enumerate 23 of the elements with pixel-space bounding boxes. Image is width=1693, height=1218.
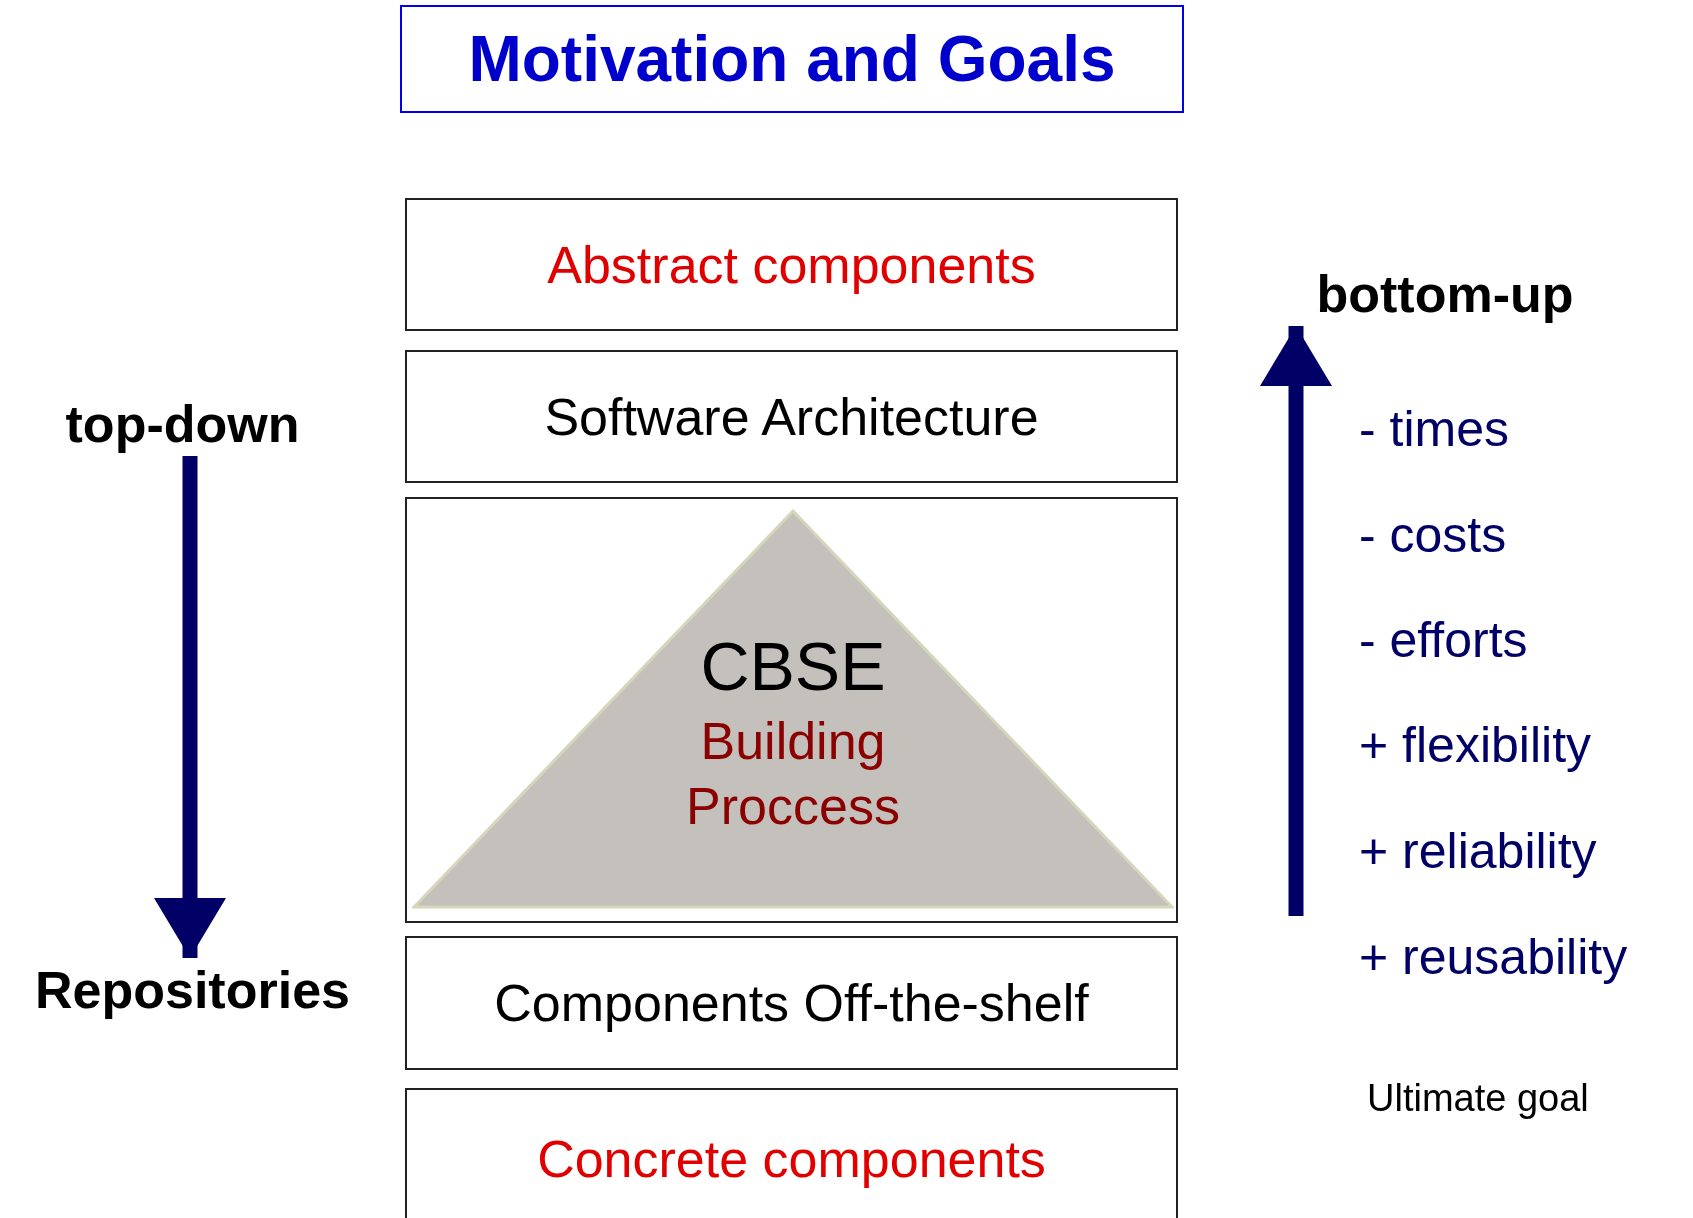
layer-box: [405, 1088, 1178, 1218]
acronym-text: CBSE: [700, 627, 886, 706]
triangle-label: Building Proccess: [685, 711, 901, 837]
box-label: Abstract components: [547, 234, 1036, 295]
title: Motivation and Goals: [400, 5, 1184, 113]
layer-box: [405, 350, 1178, 483]
heading-text: top-down: [40, 392, 325, 456]
heading-text: Repositories: [10, 958, 375, 1022]
arrow: [1260, 326, 1332, 916]
layer-box: [405, 936, 1178, 1070]
heading-text: bottom-up: [1290, 262, 1600, 326]
box-label: Concrete components: [537, 1129, 1046, 1189]
list-item: - costs: [1359, 506, 1507, 565]
arrow: [154, 456, 226, 958]
box-label: Software Architecture: [544, 386, 1039, 447]
list-item: + reusability: [1359, 928, 1628, 987]
list-item: - times: [1359, 400, 1509, 459]
list-item: + flexibility: [1359, 716, 1592, 775]
layer-box: [405, 198, 1178, 331]
list-item: + reliability: [1359, 822, 1597, 881]
note-text: Ultimate goal: [1367, 1076, 1589, 1122]
list-item: - efforts: [1359, 611, 1528, 670]
box-label: Components Off-the-shelf: [494, 973, 1089, 1033]
